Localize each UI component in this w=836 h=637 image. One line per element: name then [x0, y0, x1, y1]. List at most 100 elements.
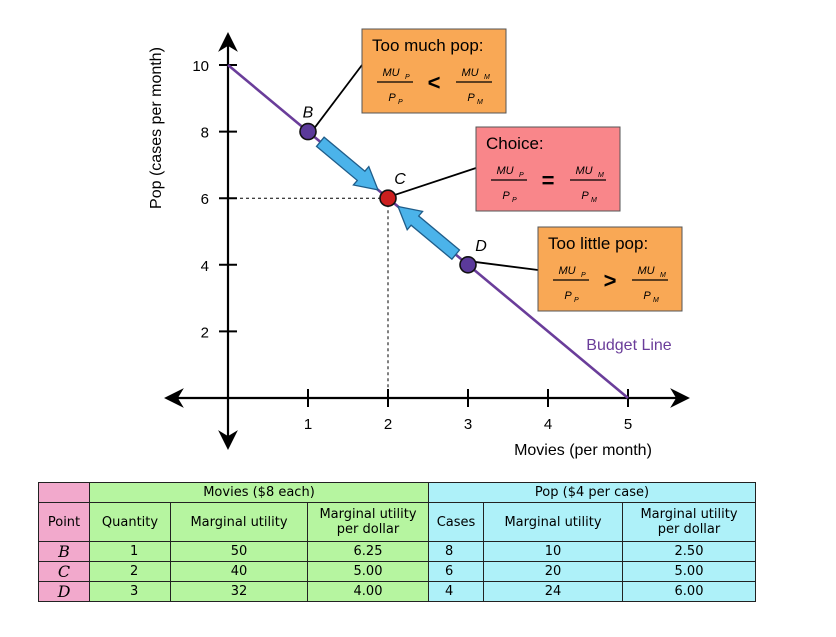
row-pop-mupd: 5.00 [622, 561, 756, 582]
arrow-d-to-c [396, 205, 461, 261]
pop-mu-header: Marginal utility [483, 502, 623, 542]
frac-left-denominator: P [564, 290, 572, 302]
leader-line-d [473, 260, 539, 271]
point-c-label: C [394, 171, 406, 188]
y-tick-label: 2 [201, 324, 209, 341]
pop-mupd-header-line1: Marginal utility [640, 507, 738, 522]
frac-right-numerator: MU [575, 165, 592, 177]
row-quantity: 2 [89, 561, 171, 582]
movies-mupd-header-line2: per dollar [336, 522, 400, 537]
frac-left-denominator-sub: P [398, 99, 403, 106]
frac-left-denominator-sub: P [512, 197, 517, 204]
frac-right-denominator-sub: M [591, 197, 597, 204]
row-cases: 4 [428, 581, 484, 602]
row-movies-mu: 50 [170, 541, 308, 562]
point-b-marker [299, 122, 317, 141]
frac-left-numerator: MU [496, 165, 513, 177]
frac-right-numerator-sub: M [660, 272, 666, 279]
leader-line-b [313, 64, 363, 130]
frac-right-denominator-sub: M [477, 99, 483, 106]
frac-left-numerator-sub: P [581, 272, 586, 279]
leader-line-c [393, 167, 477, 197]
relation-symbol: = [542, 168, 555, 193]
frac-right-denominator-sub: M [653, 297, 659, 304]
row-pop-mu: 24 [483, 581, 623, 602]
x-axis-title: Movies (per month) [514, 442, 652, 459]
annotation-title: Too little pop: [548, 234, 648, 253]
frac-right-denominator: P [643, 290, 651, 302]
movies-mu-header: Marginal utility [170, 502, 308, 542]
frac-right-numerator: MU [461, 67, 478, 79]
row-pop-mupd: 6.00 [622, 581, 756, 602]
table-row: D 3 32 4.00 4 24 6.00 [38, 581, 756, 602]
pop-mupd-header-line2: per dollar [657, 522, 721, 537]
row-pop-mupd: 2.50 [622, 541, 756, 562]
row-cases: 6 [428, 561, 484, 582]
frac-right-numerator-sub: M [598, 172, 604, 179]
annotation-box-bg [361, 28, 507, 114]
y-tick-label: 4 [201, 258, 209, 275]
frac-left-numerator: MU [382, 67, 399, 79]
relation-symbol: > [604, 268, 617, 293]
row-cases: 8 [428, 541, 484, 562]
x-tick-label: 3 [464, 416, 472, 433]
row-movies-mu: 40 [170, 561, 308, 582]
row-movies-mupd: 5.00 [307, 561, 429, 582]
point-b-label: B [303, 105, 314, 122]
row-movies-mu: 32 [170, 581, 308, 602]
movies-mupd-header-line1: Marginal utility [319, 507, 417, 522]
budget-line-label: Budget Line [586, 337, 672, 354]
quantity-header: Quantity [89, 502, 171, 542]
frac-left-numerator-sub: P [519, 172, 524, 179]
y-axis-title: Pop (cases per month) [148, 47, 165, 209]
row-pop-mu: 10 [483, 541, 623, 562]
relation-symbol: < [428, 70, 441, 95]
row-movies-mupd: 4.00 [307, 581, 429, 602]
pop-group-header: Pop ($4 per case) [428, 482, 756, 503]
x-tick-label: 5 [624, 416, 632, 433]
x-tick-label: 4 [544, 416, 552, 433]
frac-right-denominator: P [467, 92, 475, 104]
table-row: B 1 50 6.25 8 10 2.50 [38, 541, 756, 562]
arrow-b-to-c [315, 136, 380, 191]
point-header: Point [38, 502, 90, 542]
frac-left-denominator-sub: P [574, 297, 579, 304]
y-tick-label: 8 [201, 125, 209, 142]
row-point: B [38, 541, 90, 562]
frac-right-numerator: MU [637, 265, 654, 277]
row-movies-mupd: 6.25 [307, 541, 429, 562]
y-tick-label: 6 [201, 191, 209, 208]
utility-table: Movies ($8 each) Pop ($4 per case) Point… [38, 482, 756, 602]
table-header-row: Point Quantity Marginal utility Marginal… [38, 502, 756, 542]
x-tick-label: 2 [384, 416, 392, 433]
x-tick-label: 1 [304, 416, 312, 433]
frac-left-denominator: P [388, 92, 396, 104]
frac-right-denominator: P [581, 190, 589, 202]
cases-header: Cases [428, 502, 484, 542]
annotation-box-bg [537, 226, 683, 312]
movies-mupd-header: Marginal utility per dollar [307, 502, 429, 542]
row-quantity: 1 [89, 541, 171, 562]
frac-left-numerator-sub: P [405, 74, 410, 81]
point-c-marker [379, 189, 397, 207]
row-quantity: 3 [89, 581, 171, 602]
pop-mupd-header: Marginal utility per dollar [622, 502, 756, 542]
table-group-row: Movies ($8 each) Pop ($4 per case) [38, 482, 756, 503]
frac-right-numerator-sub: M [484, 74, 490, 81]
point-d-label: D [475, 238, 487, 255]
frac-left-denominator: P [502, 190, 510, 202]
annotation-title: Choice: [486, 134, 544, 153]
row-point: D [38, 581, 90, 602]
row-point: C [38, 561, 90, 582]
table-corner-cell [38, 482, 90, 503]
movies-group-header: Movies ($8 each) [89, 482, 429, 503]
annotation-title: Too much pop: [372, 36, 484, 55]
row-pop-mu: 20 [483, 561, 623, 582]
y-tick-label: 10 [192, 58, 209, 75]
point-d-marker [459, 255, 477, 274]
frac-left-numerator: MU [558, 265, 575, 277]
